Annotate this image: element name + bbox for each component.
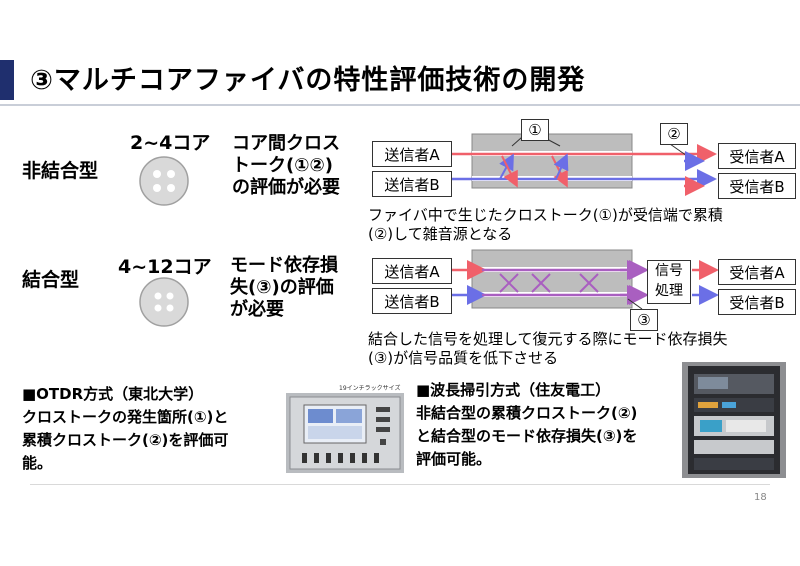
noncoupled-note: ファイバ中で生じたクロストーク(①)が受信端で累積 (②)して雑音源となる <box>368 206 723 243</box>
marker-accumulated-2: ② <box>660 123 688 145</box>
noncoupled-sender-b: 送信者B <box>372 171 452 197</box>
coupled-core-count: 4~12コア <box>118 256 212 278</box>
noncoupled-fiber-cross-section-icon <box>139 156 189 206</box>
page-title: ③マルチコアファイバの特性評価技術の開発 <box>30 65 586 96</box>
wavelength-sweep-body: 非結合型の累積クロストーク(②) と結合型のモード依存損失(③)を 評価可能。 <box>416 404 638 468</box>
page-number: 18 <box>754 492 767 503</box>
marker-mode-loss-3: ③ <box>630 309 658 331</box>
coupled-label: 結合型 <box>22 269 80 291</box>
coupled-fiber-cross-section-icon <box>139 277 189 327</box>
noncoupled-receiver-b: 受信者B <box>718 173 796 199</box>
wavelength-sweep-heading: ■波長掃引方式（住友電工） <box>416 381 611 399</box>
noncoupled-description: コア間クロス トーク(①②) の評価が必要 <box>232 133 340 198</box>
noncoupled-sender-a: 送信者A <box>372 141 452 167</box>
coupled-sender-b: 送信者B <box>372 288 452 314</box>
coupled-sender-a: 送信者A <box>372 258 452 284</box>
coupled-mode-loss-diagram <box>448 249 719 310</box>
marker-crosstalk-1: ① <box>521 119 549 141</box>
otdr-photo-caption: 19インチラックサイズ <box>339 385 401 392</box>
noncoupled-label: 非結合型 <box>22 160 99 182</box>
noncoupled-core-count: 2~4コア <box>130 132 211 154</box>
otdr-heading: ■OTDR方式（東北大学） <box>22 385 204 403</box>
coupled-receiver-a: 受信者A <box>718 259 796 285</box>
noncoupled-receiver-a: 受信者A <box>718 143 796 169</box>
signal-processing-box: 信号 処理 <box>647 260 691 304</box>
coupled-description: モード依存損 失(③)の評価 が必要 <box>230 255 338 320</box>
otdr-instrument-photo <box>286 393 404 473</box>
footer-divider <box>30 484 770 485</box>
coupled-note: 結合した信号を処理して復元する際にモード依存損失 (③)が信号品質を低下させる <box>368 330 728 367</box>
otdr-body: クロストークの発生箇所(①)と 累積クロストーク(②)を評価可 能。 <box>22 408 229 472</box>
title-divider <box>0 104 800 106</box>
wavelength-sweep-rack-photo <box>682 362 786 478</box>
title-accent-bar <box>0 60 14 100</box>
coupled-receiver-b: 受信者B <box>718 289 796 315</box>
